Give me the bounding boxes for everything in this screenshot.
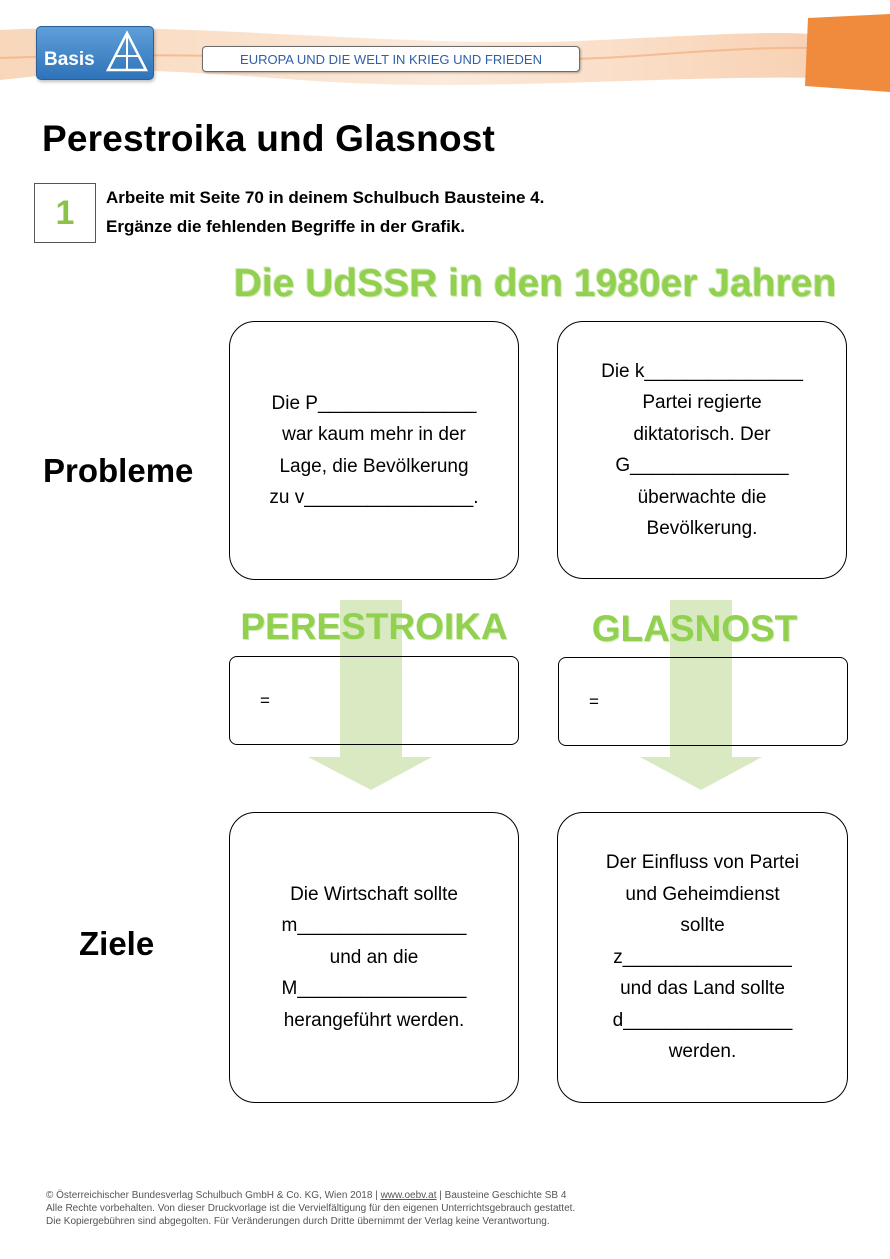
card-line: überwachte die [637,486,767,508]
card-line: Die k_______________ [601,360,803,382]
problem-card-party: Die k_______________ Partei regierte dik… [557,321,847,579]
footer-line-3: Die Kopiergebühren sind abgegolten. Für … [46,1216,550,1227]
card-line: Die P_______________ [271,392,477,414]
card-line: werden. [668,1041,737,1063]
card-line: G_______________ [615,455,789,476]
equals-sign: = [260,691,270,710]
row-label-problems: Probleme [43,452,194,489]
footer-copyright-text: © Österreichischer Bundesverlag Schulbuc… [46,1190,381,1201]
card-line: war kaum mehr in der [282,424,466,445]
graphic-title: Die UdSSR in den 1980er Jahren [233,262,837,305]
publisher-link[interactable]: www.oebv.at [380,1190,437,1201]
card-line: herangeführt werden. [283,1009,465,1031]
glasnost-definition-field[interactable]: = [558,657,848,746]
card-line: z________________ [613,946,792,968]
logo-text: Basis [44,49,95,70]
goal-card-economy: Die Wirtschaft sollte m________________ … [229,812,519,1103]
card-line: d________________ [612,1009,793,1031]
card-line: M________________ [281,978,467,1000]
page-title: Perestroika und Glasnost [42,118,496,159]
card-line: m________________ [281,915,467,937]
publisher-logo: Basis [36,26,154,80]
series-title: EUROPA UND DIE WELT IN KRIEG UND FRIEDEN [202,46,580,72]
footer-line-1: © Österreichischer Bundesverlag Schulbuc… [46,1189,575,1202]
card-line: Bevölkerung. [646,518,758,539]
perestroika-definition-field[interactable]: = [229,656,519,745]
equals-sign: = [589,692,599,711]
glasnost-arrow [640,600,762,790]
card-line: sollte [680,915,725,937]
card-line: und an die [329,946,419,968]
footer-copyright: © Österreichischer Bundesverlag Schulbuc… [46,1189,575,1228]
task-number: 1 [34,183,96,243]
task-instruction-line-1: Arbeite mit Seite 70 in deinem Schulbuch… [106,188,545,207]
card-line: diktatorisch. Der [633,423,771,445]
concept-label-glasnost: GLASNOST [591,608,798,649]
footer-line-2: Alle Rechte vorbehalten. Von dieser Druc… [46,1203,576,1214]
card-line: und das Land sollte [620,978,785,1000]
card-line: Der Einfluss von Partei [605,852,800,874]
card-line: Partei regierte [642,392,762,413]
card-line: Lage, die Bevölkerung [279,455,469,477]
card-line: Die Wirtschaft sollte [290,883,458,905]
goal-card-openness: Der Einfluss von Partei und Geheimdienst… [557,812,848,1103]
task-instruction-line-2: Ergänze die fehlenden Begriffe in der Gr… [106,217,465,236]
card-line: und Geheimdienst [625,883,780,905]
problem-card-economy: Die P_______________ war kaum mehr in de… [229,321,519,580]
logo-triangle-icon [105,30,149,72]
footer-book-title: | Bausteine Geschichte SB 4 [436,1190,567,1201]
card-line: zu v________________. [269,487,479,508]
concept-label-perestroika: PERESTROIKA [240,606,508,647]
row-label-goals: Ziele [79,925,155,962]
perestroika-arrow [308,600,432,790]
